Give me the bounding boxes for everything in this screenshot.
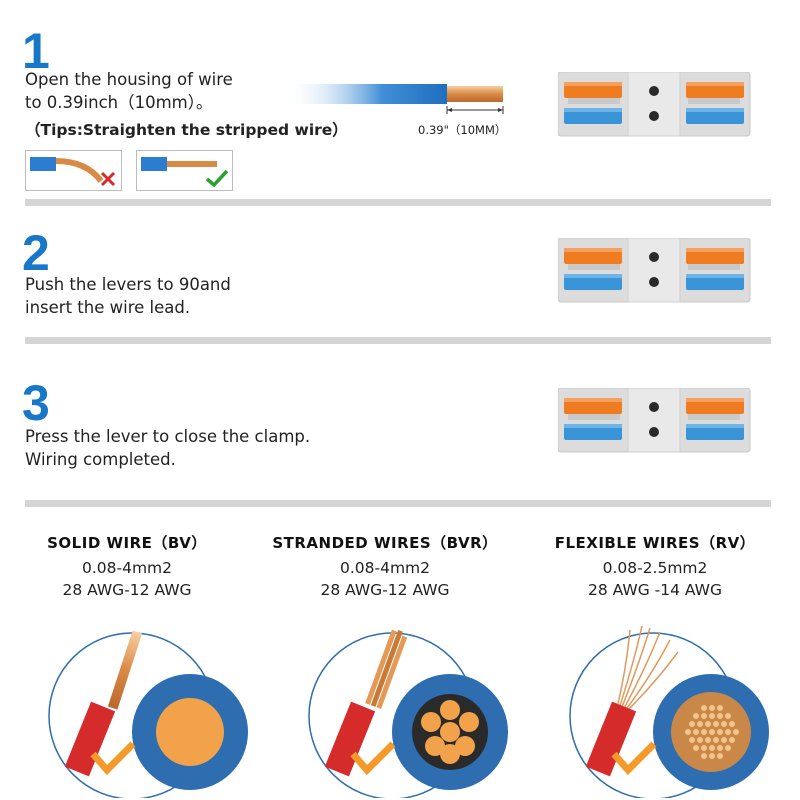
checkmark-icon — [611, 741, 657, 776]
connector-step-1 — [558, 72, 751, 137]
stripped-wire-illustration — [285, 84, 504, 114]
straight-wire-example — [136, 150, 233, 191]
step-1-line-1: Open the housing of wire — [25, 70, 233, 89]
wire-type-mm-range: 0.08-4mm2 — [339, 559, 431, 577]
wire-type-awg-range: 28 AWG-12 AWG — [62, 581, 192, 599]
wire-type-title: FLEXIBLE WIRES（RV） — [554, 534, 756, 552]
wire-type-mm-range: 0.08-4mm2 — [81, 559, 173, 577]
wire-type-title: STRANDED WIRES（BVR） — [272, 534, 498, 552]
divider-1 — [25, 199, 771, 206]
step-3-line-2: Wiring completed. — [25, 450, 176, 469]
check-mark-icon — [205, 169, 229, 188]
step-1-tip: （Tips:Straighten the stripped wire） — [25, 121, 348, 139]
wire-type-awg-range: 28 AWG -14 AWG — [587, 581, 722, 599]
step-3-line-1: Press the lever to close the clamp. — [25, 427, 311, 446]
divider-3 — [25, 500, 771, 507]
checkmark-icon — [350, 741, 396, 776]
step-2-instruction: Push the levers to 90and insert the wire… — [25, 273, 231, 319]
checkmark-icon — [90, 741, 136, 776]
wire-type-flexible: FLEXIBLE WIRES（RV） 0.08-2.5mm2 28 AWG -1… — [525, 532, 785, 601]
wire-type-awg-range: 28 AWG-12 AWG — [320, 581, 450, 599]
step-3-number: 3 — [22, 375, 50, 431]
divider-2 — [25, 337, 771, 344]
bent-wire-example — [25, 150, 122, 191]
step-3-instruction: Press the lever to close the clamp. Wiri… — [25, 425, 310, 471]
strip-length-label: 0.39"（10MM） — [418, 123, 507, 137]
flexible-wire-illustration — [569, 625, 769, 798]
step-2-line-2: insert the wire lead. — [25, 298, 191, 317]
cross-mark-icon — [100, 171, 116, 187]
wire-type-mm-range: 0.08-2.5mm2 — [602, 559, 708, 577]
connector-step-2 — [558, 238, 751, 303]
wire-type-stranded: STRANDED WIRES（BVR） 0.08-4mm2 28 AWG-12 … — [255, 532, 515, 601]
step-1-number: 1 — [22, 23, 50, 79]
step-1-line-2: to 0.39inch（10mm）。 — [25, 93, 213, 112]
stranded-wire-illustration — [308, 629, 508, 798]
connector-step-3 — [558, 388, 751, 453]
step-1-instruction: Open the housing of wire to 0.39inch（10m… — [25, 68, 233, 114]
solid-wire-illustration — [48, 630, 248, 798]
wire-type-title: SOLID WIRE（BV） — [47, 534, 207, 552]
step-2-line-1: Push the levers to 90and — [25, 275, 231, 294]
wire-type-solid: SOLID WIRE（BV） 0.08-4mm2 28 AWG-12 AWG — [0, 532, 257, 601]
step-2-number: 2 — [22, 225, 50, 281]
